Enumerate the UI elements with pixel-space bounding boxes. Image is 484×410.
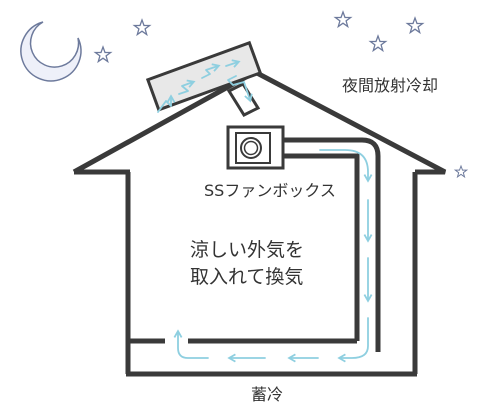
star-icon <box>453 164 469 179</box>
fan-box <box>226 125 285 170</box>
roof-and-eaves <box>72 69 447 175</box>
collector-leg <box>226 82 261 117</box>
label-cool-air-line1: 涼しい外気を <box>190 239 304 261</box>
star-icon <box>132 18 152 37</box>
house-structure <box>72 69 447 377</box>
airflow-arrows <box>157 59 373 363</box>
airflow-arrow <box>178 79 196 95</box>
airflow-arrow <box>201 63 221 79</box>
moon-icon <box>20 21 82 82</box>
fan-hub <box>243 140 259 156</box>
star-icon <box>368 34 388 53</box>
vertical-duct <box>283 137 381 352</box>
collector-mount <box>226 82 261 117</box>
label-fan-box: SSファンボックス <box>204 181 336 200</box>
airflow-arrow <box>337 317 369 363</box>
airflow-arrow <box>319 149 373 183</box>
stars <box>93 10 469 179</box>
airflow-arrow <box>227 75 253 103</box>
star-icon <box>93 45 113 64</box>
label-night-cooling: 夜間放射冷却 <box>342 76 438 95</box>
airflow-arrow <box>173 329 209 359</box>
airflow-arrow <box>225 59 241 68</box>
star-icon <box>405 16 425 35</box>
label-cool-air-line2: 取入れて換気 <box>190 266 303 288</box>
airflow-arrow <box>157 94 176 113</box>
star-icon <box>333 10 353 29</box>
label-cold-storage: 蓄冷 <box>251 385 283 404</box>
night-sky <box>20 10 469 179</box>
